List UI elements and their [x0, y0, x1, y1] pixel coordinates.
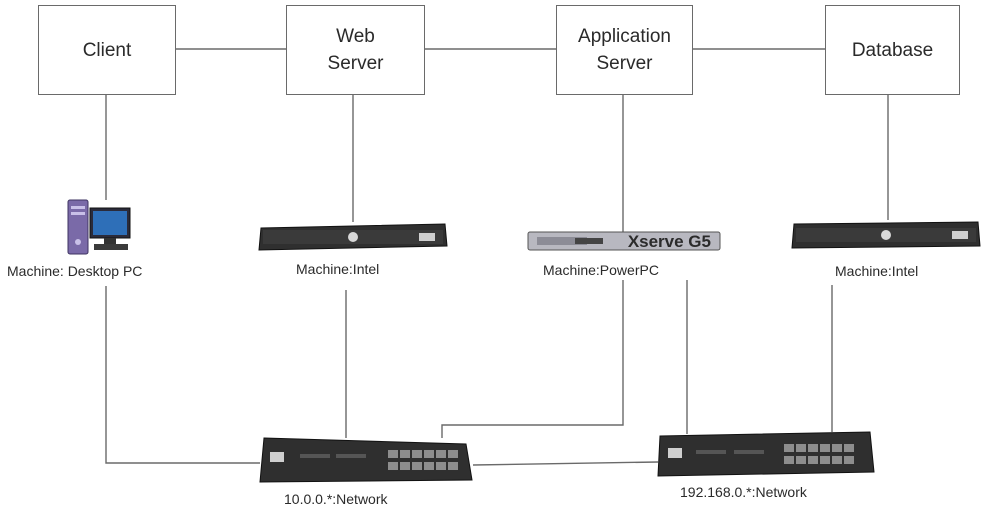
network-label-left: 10.0.0.*:Network	[284, 491, 388, 507]
client-label: Client	[82, 39, 132, 61]
client-box: Client	[38, 5, 176, 95]
left-network-switch-icon	[259, 437, 473, 483]
application-server-label: Application Server	[578, 26, 671, 74]
machine-label-database: Machine:Intel	[835, 263, 919, 279]
xserve-badge: Xserve G5	[628, 232, 711, 251]
network-label-right: 192.168.0.*:Network	[680, 484, 807, 500]
database-server-rack-icon	[791, 221, 981, 249]
machine-label-web-server: Machine:Intel	[296, 261, 380, 277]
web-server-label: Web Server	[327, 26, 384, 74]
machine-label-application-server: Machine:PowerPC	[543, 262, 659, 278]
database-box: Database	[825, 5, 960, 95]
link-pc-switch-left	[105, 286, 260, 464]
database-label: Database	[851, 39, 934, 61]
web-server-box: Web Server	[286, 5, 425, 95]
application-server-box: Application Server	[556, 5, 693, 95]
link-switch-switch	[472, 461, 659, 466]
machine-label-client: Machine: Desktop PC	[7, 263, 143, 279]
right-network-switch-icon	[657, 431, 875, 477]
link-app-switch-left	[441, 280, 624, 438]
web-server-rack-icon	[258, 223, 448, 251]
desktop-pc-icon	[67, 199, 131, 255]
xserve-rack-icon: Xserve G5	[527, 231, 721, 251]
